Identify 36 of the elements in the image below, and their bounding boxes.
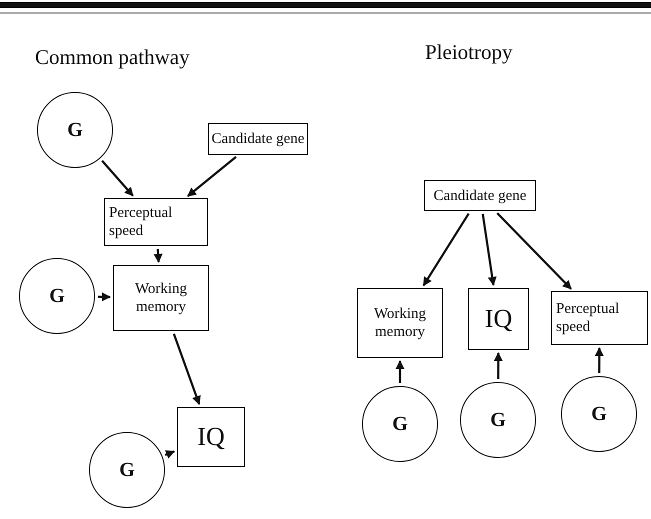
arrow: [422, 212, 470, 286]
variable-box: [468, 288, 529, 350]
node-label: Perceptual speed: [556, 300, 620, 336]
arrow: [396, 360, 404, 383]
variable-box: [104, 198, 208, 246]
arrow: [494, 352, 503, 379]
arrow: [482, 214, 497, 286]
arrow: [164, 450, 176, 459]
node-label: G: [119, 458, 135, 482]
panel-heading: Pleiotropy: [425, 40, 512, 65]
node-label: G: [392, 412, 408, 436]
variable-box: [357, 288, 443, 358]
arrow: [98, 292, 111, 302]
arrow: [496, 212, 572, 290]
node-label: Candidate gene: [434, 186, 526, 204]
node-label: G: [490, 408, 506, 432]
arrow: [172, 333, 201, 406]
variable-box: [208, 123, 308, 155]
arrow: [101, 160, 134, 196]
node-label: Working memory: [372, 305, 428, 341]
arrow: [187, 156, 237, 197]
variable-box: [424, 180, 536, 211]
node-label: G: [49, 284, 65, 308]
node-label: Working memory: [134, 280, 188, 316]
arrow: [154, 248, 163, 263]
node-label: G: [591, 402, 607, 426]
variable-box: [113, 265, 209, 331]
panel-heading: Common pathway: [35, 45, 190, 70]
variable-box: [177, 407, 245, 467]
node-label: Perceptual speed: [109, 204, 174, 240]
variable-box: [551, 291, 648, 345]
node-label: G: [67, 118, 83, 142]
node-label: IQ: [197, 421, 225, 453]
arrow: [594, 347, 604, 373]
node-label: IQ: [484, 303, 512, 335]
node-label: Candidate gene: [212, 130, 304, 148]
